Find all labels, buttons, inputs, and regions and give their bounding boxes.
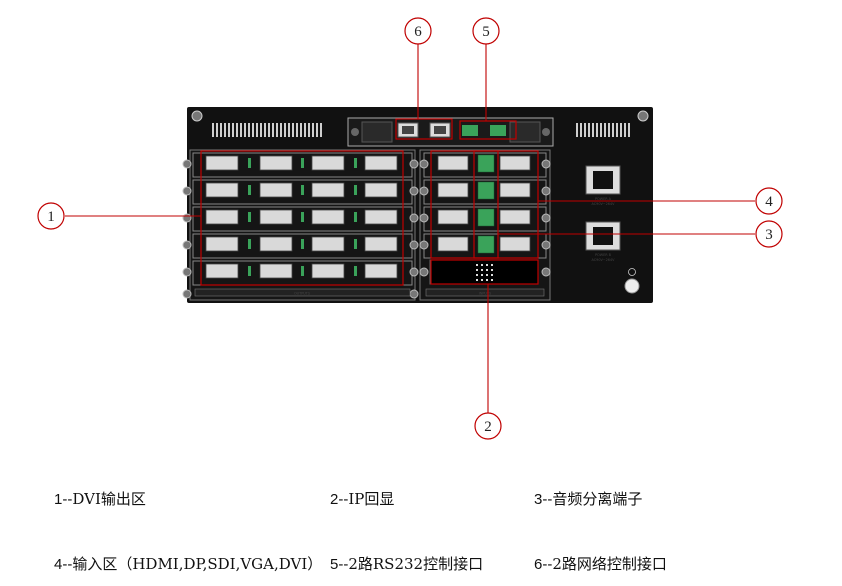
- legend-item-1: 1--DVI输出区: [54, 488, 146, 509]
- callout-marker-1: 1: [37, 202, 65, 230]
- input-bar-label: INPUTS: [479, 292, 491, 296]
- input-label-bar: [425, 288, 545, 297]
- callout-marker-4: 4: [755, 187, 783, 215]
- legend-text: DVI输出区: [72, 490, 146, 508]
- vent-grille-right: [575, 123, 631, 137]
- legend-number: 4--: [54, 556, 73, 573]
- legend-text: 2路网络控制接口: [552, 555, 667, 573]
- rs232-terminal-icon: [462, 125, 506, 136]
- power-2-label: POWER B: [595, 253, 612, 257]
- screw-icon: [191, 110, 649, 122]
- svg-text:1: 1: [47, 209, 55, 225]
- legend-item-2: 2--IP回显: [330, 488, 394, 509]
- vent-grille-left: [212, 123, 322, 137]
- screw-icon: [419, 159, 551, 277]
- legend-text: 输入区（HDMI,DP,SDI,VGA,DVI）: [72, 555, 323, 573]
- audio-terminal-icon: [477, 154, 495, 254]
- callout-leader-lines: [65, 43, 755, 413]
- legend-item-5: 5--2路RS232控制接口: [330, 553, 483, 574]
- legend-number: 6--: [534, 556, 553, 573]
- callout-marker-6: 6: [404, 17, 432, 45]
- status-led-icon: [248, 158, 357, 276]
- power-1-rating: AC90V~264V: [592, 202, 616, 206]
- legend-number: 2--: [330, 491, 349, 508]
- svg-text:4: 4: [765, 194, 773, 210]
- legend-number: 5--: [330, 556, 349, 573]
- svg-text:3: 3: [765, 227, 773, 243]
- legend-text: 2路RS232控制接口: [348, 555, 484, 573]
- callout-highlight-boxes: [200, 118, 539, 286]
- ip-echo-module: [429, 259, 539, 285]
- callout-marker-5: 5: [472, 17, 500, 45]
- device-rear-panel-diagram: OUTPUTS INPUTS POWE: [37, 17, 783, 440]
- network-port-icon: [397, 122, 451, 138]
- input-port-icon: [437, 155, 531, 252]
- svg-text:6: 6: [414, 24, 422, 40]
- ip-echo-grille-icon: [476, 264, 493, 281]
- power-2-rating: AC90V~264V: [592, 258, 616, 262]
- power-1-label: POWER A: [595, 197, 612, 201]
- dvi-output-port-icon: [205, 155, 398, 279]
- legend-item-3: 3--音频分离端子: [534, 488, 642, 509]
- output-bar-label: OUTPUTS: [294, 292, 310, 296]
- legend-text: 音频分离端子: [552, 490, 643, 508]
- power-socket-icon: [585, 165, 621, 251]
- svg-text:2: 2: [484, 419, 492, 435]
- output-label-bar: [194, 288, 411, 297]
- legend-number: 3--: [534, 491, 553, 508]
- legend-item-6: 6--2路网络控制接口: [534, 553, 667, 574]
- callout-marker-3: 3: [755, 220, 783, 248]
- ground-terminal-icon: [624, 268, 640, 294]
- legend-item-4: 4--输入区（HDMI,DP,SDI,VGA,DVI）: [54, 553, 322, 574]
- legend-text: IP回显: [348, 490, 395, 508]
- svg-text:5: 5: [482, 24, 490, 40]
- callout-marker-2: 2: [474, 412, 502, 440]
- legend-number: 1--: [54, 491, 73, 508]
